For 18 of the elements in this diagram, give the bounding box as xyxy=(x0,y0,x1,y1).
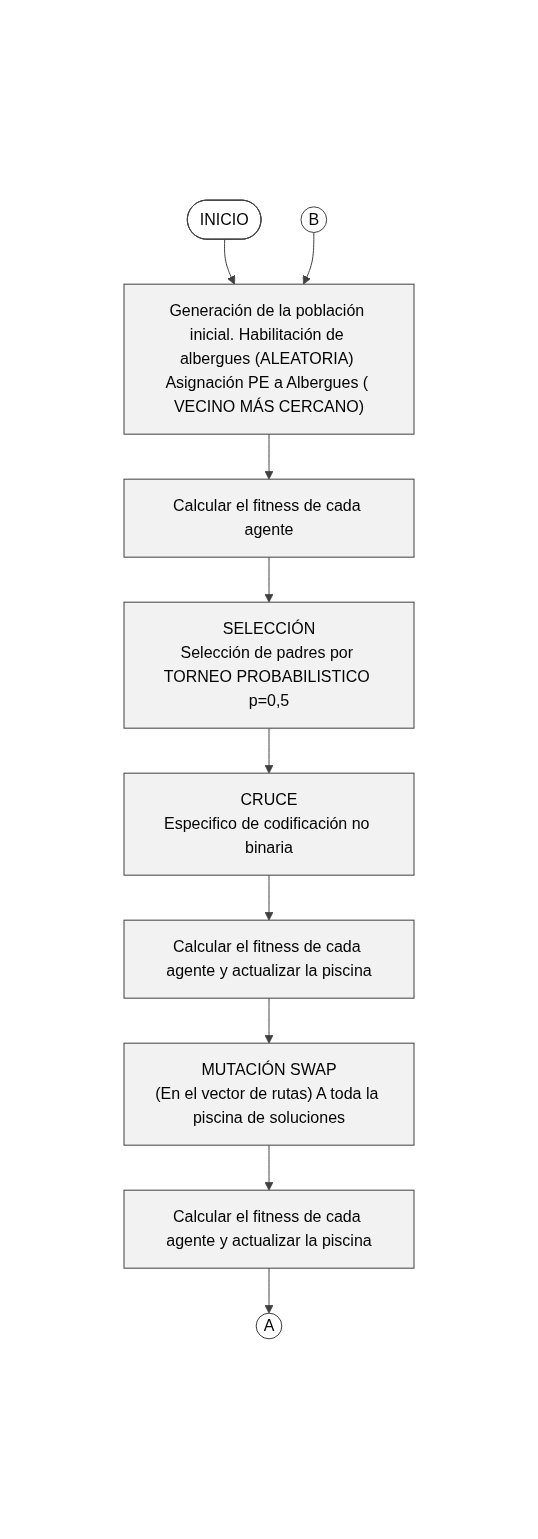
node-box: Calcular el fitness de cada agente y actualizar la piscina xyxy=(123,1189,415,1269)
arrow xyxy=(224,239,236,285)
node-box: MUTACIÓN SWAP (En el vector de rutas) A toda la piscina de soluciones xyxy=(123,1042,415,1146)
arrow xyxy=(302,232,315,285)
arrow xyxy=(264,433,274,480)
node-box: SELECCIÓN Selección de padres por TORNEO PROBABILISTICO p=0,5 xyxy=(123,601,415,729)
node-box: Calcular el fitness de cada agente xyxy=(123,478,415,558)
arrow xyxy=(264,1144,274,1191)
node-circle: B xyxy=(300,206,328,233)
arrow xyxy=(264,556,274,603)
node-circle: A xyxy=(255,1312,283,1340)
arrow xyxy=(264,997,274,1044)
node-box: CRUCE Especifico de codificación no binaria xyxy=(123,772,415,876)
node-box: Generación de la población inicial. Habilitación de albergues (ALEATORIA) Asignación PE a Albergues ( VECINO MÁS CERCANO) xyxy=(123,283,415,435)
node-box: Calcular el fitness de cada agente y actualizar la piscina xyxy=(123,919,415,999)
arrow xyxy=(264,1267,274,1314)
arrow xyxy=(264,874,274,921)
arrow xyxy=(264,727,274,774)
